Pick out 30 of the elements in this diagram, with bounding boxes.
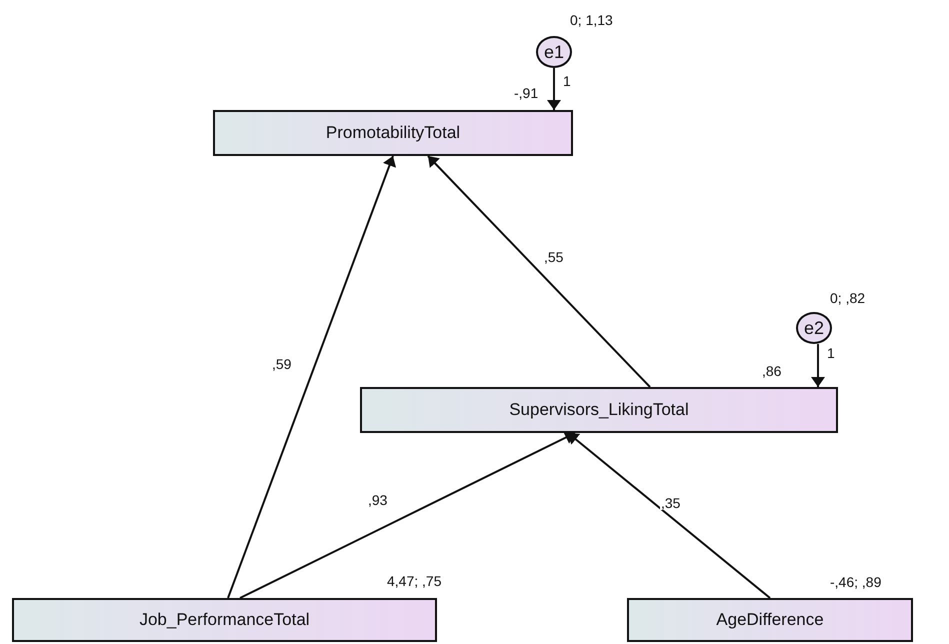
variable-box [213, 110, 573, 156]
variable-name: Job_PerformanceTotal [139, 610, 310, 630]
edge-label: ,35 [660, 496, 682, 510]
error-term-circle [796, 312, 832, 344]
estimate-label: 0; ,82 [830, 291, 866, 305]
estimate-label: ,86 [762, 364, 782, 378]
path-arrow [240, 431, 576, 599]
variable-name: Supervisors_LikingTotal [509, 400, 689, 420]
variable-box [627, 598, 913, 642]
estimate-label: -,91 [514, 86, 538, 100]
edge-label: ,55 [543, 250, 564, 264]
variable-name: e2 [804, 318, 824, 338]
edge-label: 1 [826, 346, 836, 360]
path-arrow [811, 344, 825, 387]
edge-label: 1 [562, 74, 572, 88]
path-arrow [427, 155, 651, 388]
edge-label: ,59 [271, 357, 292, 371]
variable-name: PromotabilityTotal [326, 123, 460, 143]
variable-box [360, 387, 838, 433]
estimate-label: 4,47; ,75 [387, 574, 442, 588]
path-arrow [567, 432, 771, 599]
estimate-label: -,46; ,89 [830, 575, 882, 589]
error-term-circle [536, 36, 572, 68]
edge-label: ,93 [367, 493, 388, 507]
estimate-label: 0; 1,13 [570, 13, 613, 27]
path-arrow [227, 156, 396, 598]
variable-box [12, 598, 437, 642]
variable-name: e1 [544, 42, 564, 62]
path-arrow [547, 68, 561, 110]
variable-name: AgeDifference [716, 610, 824, 630]
